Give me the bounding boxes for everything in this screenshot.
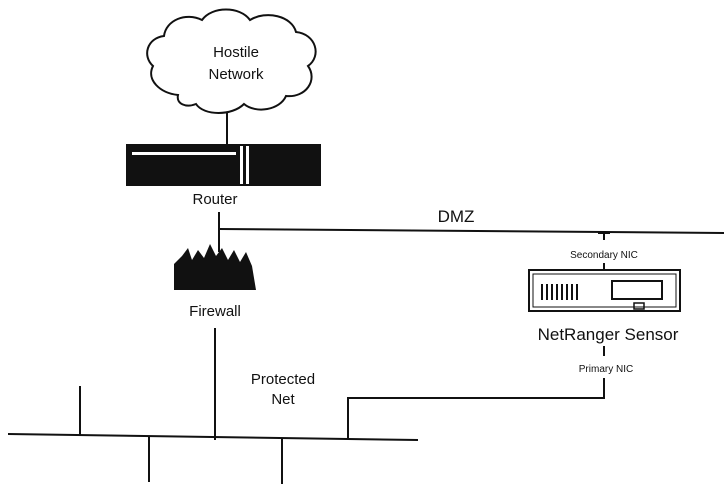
hostile-network-cloud: Hostile Network: [146, 8, 317, 114]
sensor-drive-bay: [611, 280, 663, 300]
protected-label-line2: Net: [271, 391, 295, 408]
cloud-label-line1: Hostile: [213, 44, 259, 61]
secondary-nic-label: Secondary NIC: [570, 250, 638, 261]
primary-nic-label: Primary NIC: [579, 364, 633, 375]
firewall-icon: [174, 244, 256, 290]
dmz-line: [218, 228, 724, 234]
router-icon: [126, 144, 321, 186]
sensor-vent-slots: [541, 284, 578, 300]
protected-label-line1: Protected: [251, 371, 315, 388]
firewall-label: Firewall: [189, 303, 241, 320]
dmz-label: DMZ: [438, 207, 475, 226]
cloud-label-line2: Network: [208, 66, 264, 83]
sensor-label: NetRanger Sensor: [538, 325, 679, 344]
netranger-sensor-icon: [528, 269, 681, 312]
sensor-button: [633, 302, 645, 310]
router-label: Router: [192, 191, 237, 208]
protected-lan-bus: [7, 433, 419, 441]
primary-nic-link: [347, 378, 605, 438]
